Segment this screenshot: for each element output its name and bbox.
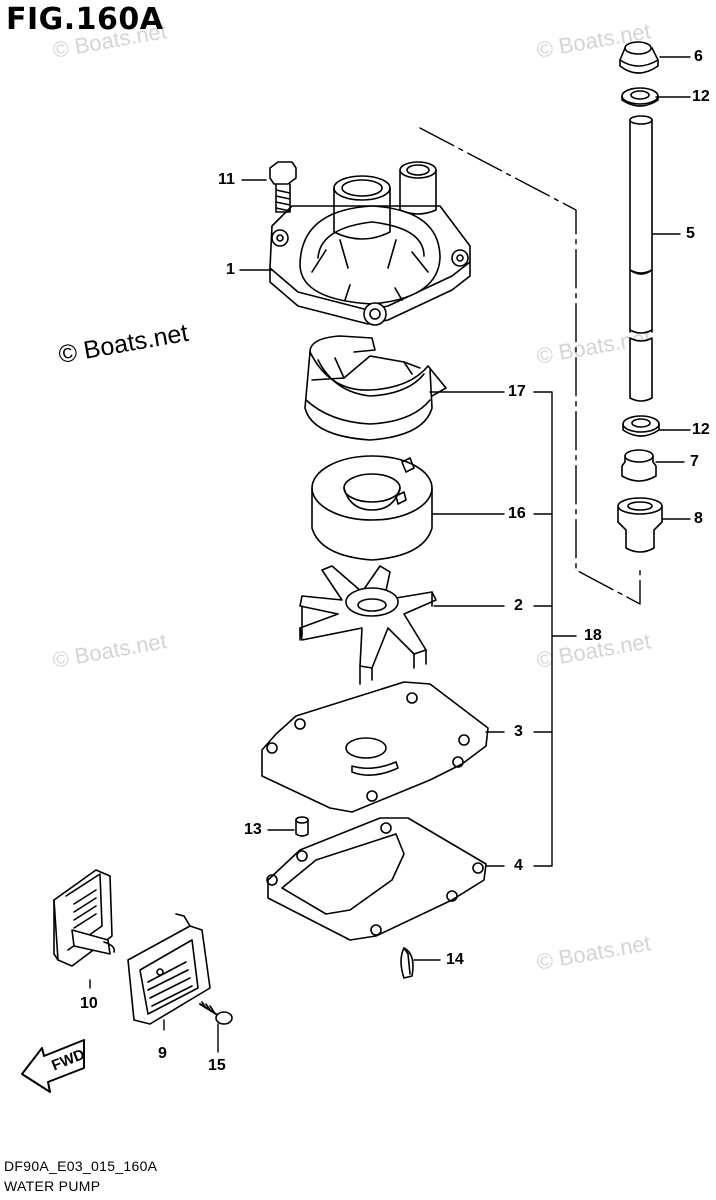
callout-13[interactable]: 13 [244,821,262,838]
callout-3[interactable]: 3 [514,723,523,740]
figure-name: WATER PUMP [4,1178,101,1194]
callout-2[interactable]: 2 [514,597,523,614]
assembly-dash-line [419,127,641,605]
callout-14[interactable]: 14 [446,951,464,968]
callout-11[interactable]: 11 [218,171,235,188]
clamp-part-10[interactable] [53,869,116,967]
callout-7[interactable]: 7 [690,453,699,470]
callout-16[interactable]: 16 [508,505,526,522]
figure-code: DF90A_E03_015_160A [4,1158,158,1174]
callout-5[interactable]: 5 [686,225,695,242]
seal-part-lower[interactable] [622,415,660,437]
callout-18[interactable]: 18 [584,627,602,644]
pin-part[interactable] [295,816,309,837]
figure-title: FIG.160A [6,2,164,37]
gasket-part[interactable] [266,817,487,941]
liner-part[interactable] [304,335,447,441]
callout-12-upper[interactable]: 12 [692,88,710,105]
clamp-part-9[interactable] [127,913,211,1025]
callout-12-lower[interactable]: 12 [692,421,710,438]
callout-10[interactable]: 10 [80,995,98,1012]
impeller-part[interactable] [299,565,437,685]
callout-9[interactable]: 9 [158,1045,167,1062]
callout-8[interactable]: 8 [694,510,703,527]
forward-arrow-icon: FWD [21,1039,87,1093]
water-tube-part[interactable] [629,115,653,402]
callout-4[interactable]: 4 [514,857,523,874]
bolt-part[interactable] [269,161,297,213]
seal-housing-part[interactable] [617,497,663,553]
seal-part-upper[interactable] [621,87,659,107]
key-part[interactable] [400,947,414,979]
pump-plate-part[interactable] [261,681,489,813]
callout-15[interactable]: 15 [208,1057,226,1074]
grommet-part-lower[interactable] [621,449,657,482]
screw-part[interactable] [199,1001,233,1025]
leader-lines [89,56,691,1053]
callout-17[interactable]: 17 [508,383,526,400]
impeller-housing-part[interactable] [311,455,433,561]
pump-case-part[interactable] [269,161,471,326]
grommet-part[interactable] [619,41,659,74]
callout-6[interactable]: 6 [694,48,703,65]
callout-1[interactable]: 1 [226,261,235,278]
